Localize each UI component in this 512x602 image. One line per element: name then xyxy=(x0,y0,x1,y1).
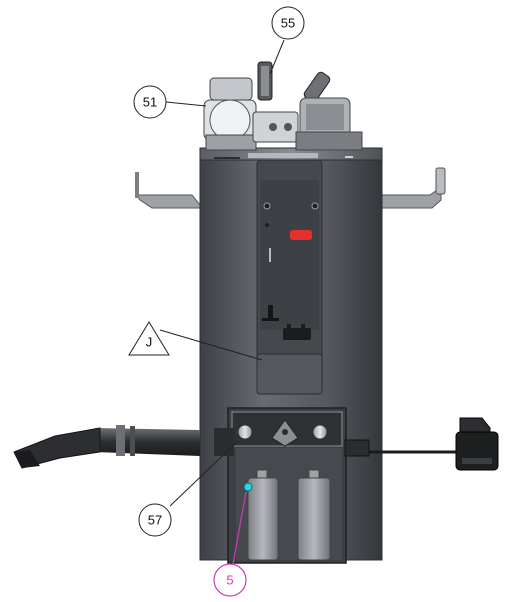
left-mounting-bracket xyxy=(135,172,201,209)
red-indicator-light xyxy=(290,230,312,240)
right-connector xyxy=(312,424,328,440)
callout-5-label: 5 xyxy=(226,573,233,588)
right-bottle xyxy=(297,469,331,561)
callout-57: 57 xyxy=(138,440,239,537)
level-sensor-dot xyxy=(243,482,253,492)
steam-gun-icon xyxy=(344,417,499,471)
callout-55: 55 xyxy=(269,6,305,75)
callout-5: 5 xyxy=(213,491,247,597)
callout-57-label: 57 xyxy=(148,513,162,528)
pump-motor xyxy=(203,77,257,151)
right-mounting-bracket xyxy=(370,167,446,209)
callout-51-label: 51 xyxy=(143,95,157,110)
callout-J: J xyxy=(128,321,263,361)
left-bottle xyxy=(247,469,279,561)
callout-51: 51 xyxy=(133,85,207,119)
front-control-panel xyxy=(256,159,323,395)
callout-55-label: 55 xyxy=(281,16,295,31)
left-connector xyxy=(237,424,253,440)
power-switch xyxy=(268,305,273,319)
solenoid-valve xyxy=(252,61,299,143)
callout-J-label: J xyxy=(146,335,153,350)
steam-outlet-assembly xyxy=(295,71,363,151)
vacuum-hose-icon xyxy=(13,425,234,469)
